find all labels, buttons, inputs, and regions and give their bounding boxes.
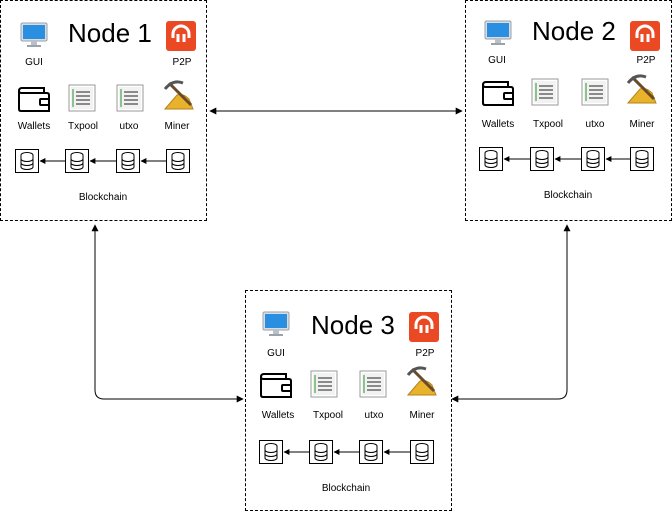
gui-label: GUI xyxy=(25,57,43,68)
wallets-label: Wallets xyxy=(17,121,51,132)
node-title: Node 1 xyxy=(68,18,152,48)
gui-label: GUI xyxy=(488,55,506,66)
block-1 xyxy=(15,149,39,173)
monitor-icon xyxy=(484,19,512,52)
p2p-label: P2P xyxy=(636,55,656,66)
block-1 xyxy=(259,440,283,464)
stumbleupon-icon xyxy=(409,312,439,347)
gui-label: GUI xyxy=(267,348,285,359)
node-title: Node 3 xyxy=(311,310,395,340)
txpool-label: Txpool xyxy=(67,121,98,132)
document-icon xyxy=(530,77,560,112)
miner-label: Miner xyxy=(409,410,435,421)
database-icon xyxy=(586,150,600,168)
blockchain-label: Blockchain xyxy=(78,192,128,203)
block-1 xyxy=(479,147,503,171)
database-icon xyxy=(635,150,649,168)
database-icon xyxy=(20,152,34,170)
database-icon xyxy=(121,152,135,170)
block-4 xyxy=(166,149,190,173)
block-2 xyxy=(309,440,333,464)
wallets-label: Wallets xyxy=(261,410,295,421)
monitor-icon xyxy=(20,21,48,54)
block-2 xyxy=(530,147,554,171)
wallets-label: Wallets xyxy=(481,119,515,130)
utxo-label: utxo xyxy=(119,121,139,132)
txpool-label: Txpool xyxy=(532,119,563,130)
database-icon xyxy=(364,443,378,461)
database-icon xyxy=(415,443,429,461)
blockchain-label: Blockchain xyxy=(543,190,593,201)
block-4 xyxy=(630,147,654,171)
blockchain-label: Blockchain xyxy=(321,483,371,494)
link-node2-node3 xyxy=(451,224,571,403)
node-2-box: Node 2 GUI P2P Wallets Txpool utxo Miner… xyxy=(465,0,672,221)
wallet-icon xyxy=(480,79,516,112)
database-icon xyxy=(70,152,84,170)
node-3-box: Node 3 GUI P2P Wallets Txpool utxo Miner… xyxy=(245,290,452,511)
block-4 xyxy=(410,440,434,464)
miner-label: Miner xyxy=(164,121,190,132)
block-3 xyxy=(116,149,140,173)
wallet-icon xyxy=(258,371,294,404)
miner-label: Miner xyxy=(629,119,655,130)
database-icon xyxy=(314,443,328,461)
chain-arrows xyxy=(39,158,166,164)
node-title: Node 2 xyxy=(532,16,616,46)
utxo-label: utxo xyxy=(364,410,384,421)
database-icon xyxy=(484,150,498,168)
document-icon xyxy=(580,77,610,112)
document-icon xyxy=(309,369,339,404)
chain-arrows xyxy=(283,449,410,455)
document-icon xyxy=(115,83,145,118)
stumbleupon-icon xyxy=(630,21,660,56)
chain-arrows xyxy=(503,156,630,162)
p2p-label: P2P xyxy=(172,57,192,68)
block-3 xyxy=(359,440,383,464)
database-icon xyxy=(264,443,278,461)
database-icon xyxy=(535,150,549,168)
p2p-label: P2P xyxy=(415,348,435,359)
document-icon xyxy=(358,369,388,404)
utxo-label: utxo xyxy=(585,119,605,130)
link-node1-node3 xyxy=(91,224,244,403)
wallet-icon xyxy=(16,85,52,118)
pickaxe-gold-icon xyxy=(624,73,660,112)
txpool-label: Txpool xyxy=(312,410,343,421)
block-3 xyxy=(581,147,605,171)
pickaxe-gold-icon xyxy=(161,79,197,118)
stumbleupon-icon xyxy=(166,21,196,56)
block-2 xyxy=(65,149,89,173)
document-icon xyxy=(67,83,97,118)
node-1-box: Node 1 GUI P2P Wallets Txpool utxo Miner… xyxy=(0,0,207,221)
pickaxe-gold-icon xyxy=(404,365,440,404)
monitor-icon xyxy=(262,310,290,343)
database-icon xyxy=(171,152,185,170)
